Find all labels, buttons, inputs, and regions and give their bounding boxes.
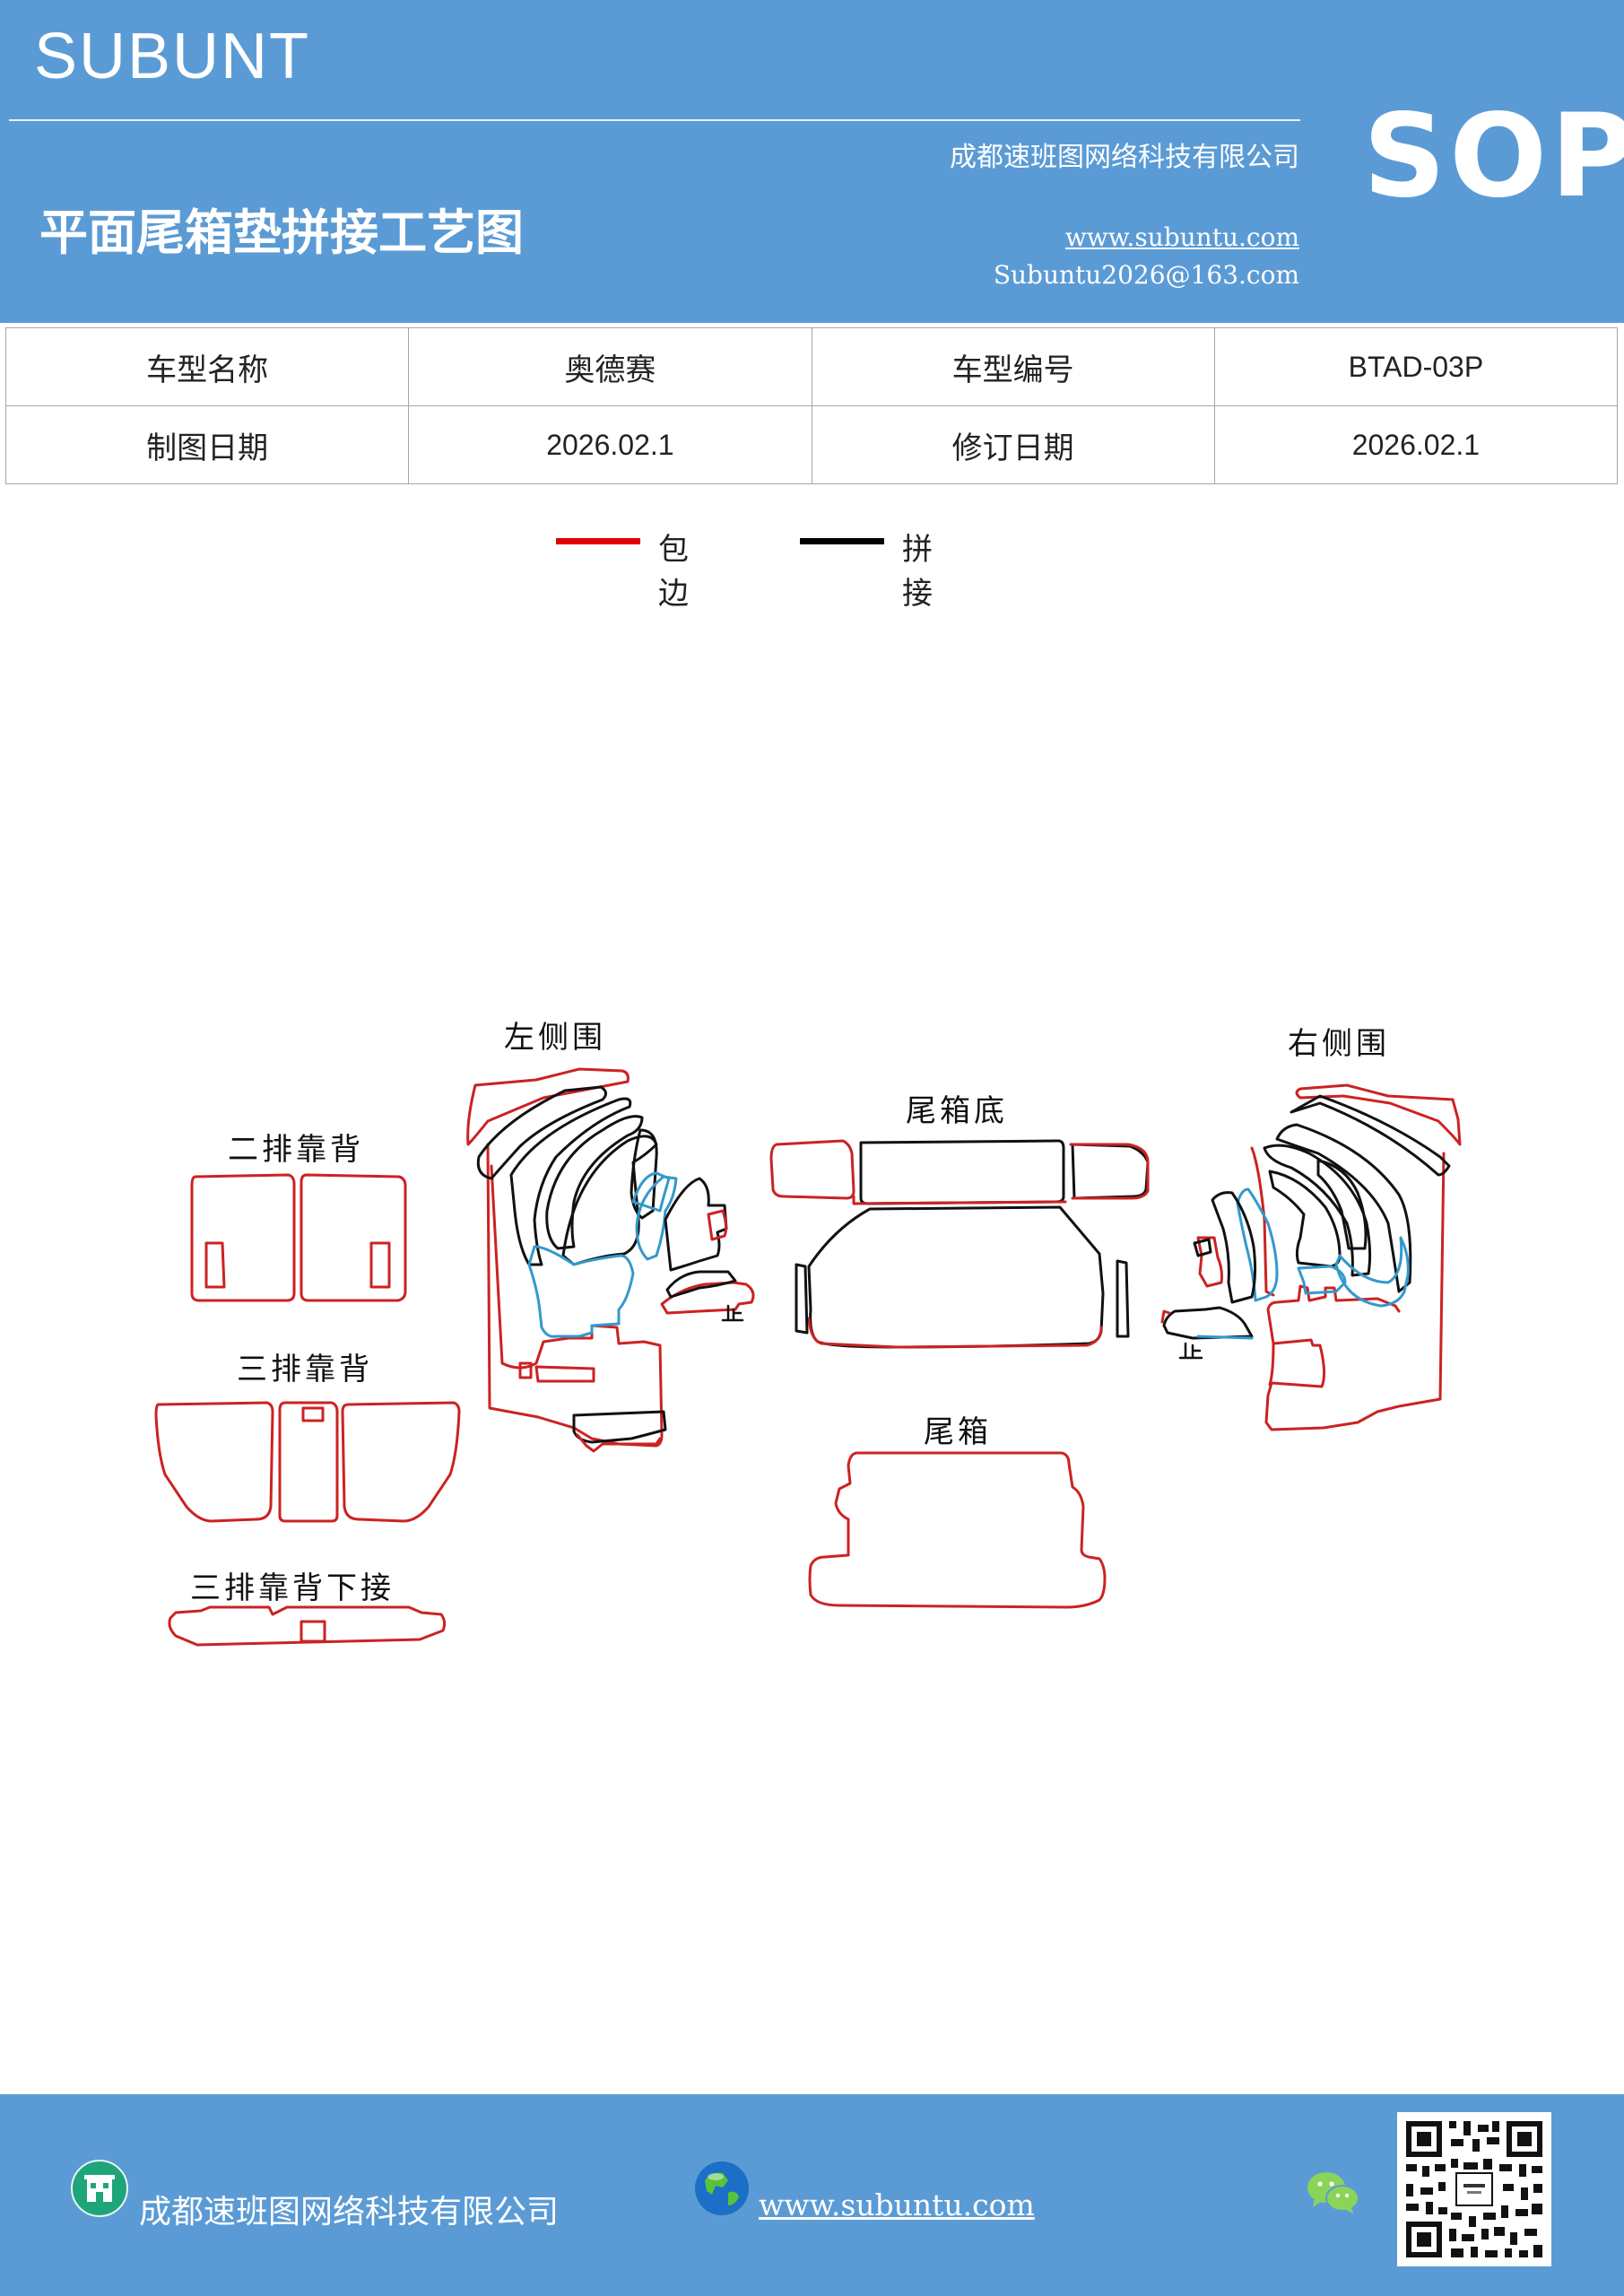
- second-row-back-pieces: [190, 1173, 407, 1302]
- trunk-floor-pieces: [769, 1139, 1150, 1349]
- drawing-date-label: 制图日期: [4, 405, 410, 484]
- left-side-pieces: [466, 1067, 755, 1453]
- model-code-value: BTAD-03P: [1213, 327, 1619, 406]
- legend-edge-label: 包边: [658, 532, 689, 612]
- sop-badge: SOP: [1363, 90, 1624, 223]
- right-side-label: 右侧围: [1288, 1026, 1390, 1062]
- legend-seam-label: 拼接: [902, 532, 933, 612]
- email-address: Subuntu2026@163.com: [993, 260, 1299, 290]
- wechat-icon[interactable]: [1304, 2166, 1363, 2220]
- right-side-pieces: [1160, 1083, 1462, 1431]
- trunk-piece: [808, 1451, 1107, 1609]
- left-side-label: 左侧围: [504, 1020, 606, 1056]
- model-name-value: 奥德赛: [408, 327, 812, 406]
- model-name-label: 车型名称: [4, 327, 410, 406]
- info-table: 车型名称 奥德赛 车型编号 BTAD-03P 制图日期 2026.02.1 修订…: [4, 327, 1619, 484]
- stop-marks: [721, 1304, 1203, 1360]
- drawing-date-value: 2026.02.1: [408, 405, 812, 484]
- qr-code-icon: [1397, 2112, 1551, 2266]
- mat-diagram: 左侧围 右侧围 二排靠背 三排靠背 三排靠背下接 尾箱底 尾箱: [154, 1020, 1462, 1647]
- revision-date-value: 2026.02.1: [1213, 405, 1619, 484]
- document-title: 平面尾箱垫拼接工艺图: [39, 204, 524, 261]
- table-row: 车型名称 奥德赛 车型编号 BTAD-03P: [4, 327, 1619, 406]
- footer-banner: 成都速班图网络科技有限公司 www.subuntu.com: [0, 2094, 1624, 2296]
- third-row-lower-piece: [168, 1605, 447, 1647]
- header-banner: SUBUNT 成都速班图网络科技有限公司 平面尾箱垫拼接工艺图 www.subu…: [0, 0, 1624, 323]
- table-row: 制图日期 2026.02.1 修订日期 2026.02.1: [4, 405, 1619, 484]
- footer-website-link[interactable]: www.subuntu.com: [759, 2187, 1035, 2222]
- footer-company-name: 成都速班图网络科技有限公司: [139, 2194, 560, 2231]
- website-link[interactable]: www.subuntu.com: [1064, 222, 1299, 252]
- second-row-back-label: 二排靠背: [228, 1132, 364, 1168]
- header-divider: [9, 119, 1300, 121]
- brand-name: SUBUNT: [34, 21, 311, 92]
- trunk-label: 尾箱: [924, 1414, 992, 1450]
- company-name: 成都速班图网络科技有限公司: [950, 142, 1299, 173]
- revision-date-label: 修订日期: [811, 405, 1215, 484]
- third-row-back-pieces: [154, 1401, 461, 1523]
- third-row-back-label: 三排靠背: [237, 1352, 373, 1387]
- model-code-label: 车型编号: [811, 327, 1215, 406]
- legend-edge-swatch: [556, 538, 640, 544]
- globe-icon: [695, 2161, 749, 2215]
- legend-seam-swatch: [800, 538, 884, 544]
- trunk-floor-label: 尾箱底: [906, 1093, 1008, 1129]
- third-row-lower-label: 三排靠背下接: [190, 1570, 395, 1606]
- building-icon: [71, 2160, 128, 2217]
